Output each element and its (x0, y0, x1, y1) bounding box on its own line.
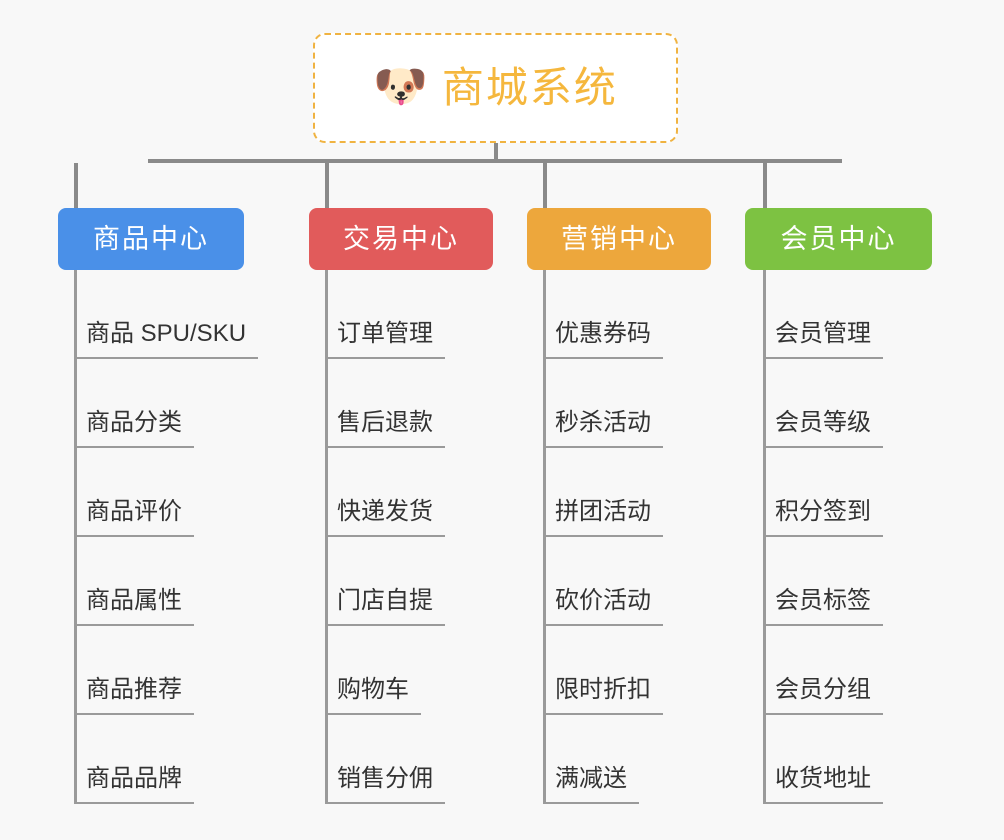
list-item-label: 限时折扣 (543, 678, 663, 715)
list-item[interactable]: 售后退款 (325, 359, 445, 448)
trunk-connector-trade-center (325, 270, 328, 804)
list-item-label: 拼团活动 (543, 500, 663, 537)
drop-connector-product-center (74, 163, 78, 210)
list-item-label: 商品属性 (74, 589, 194, 626)
list-item-label: 会员标签 (763, 589, 883, 626)
list-item[interactable]: 限时折扣 (543, 626, 663, 715)
list-item[interactable]: 购物车 (325, 626, 445, 715)
root-stem-connector (494, 143, 498, 163)
list-item[interactable]: 门店自提 (325, 537, 445, 626)
list-item-label: 会员等级 (763, 411, 883, 448)
drop-connector-marketing-center (543, 163, 547, 210)
item-list-member-center: 会员管理会员等级积分签到会员标签会员分组收货地址 (763, 270, 883, 804)
list-item-label: 会员分组 (763, 678, 883, 715)
drop-connector-member-center (763, 163, 767, 210)
list-item-label: 优惠券码 (543, 322, 663, 359)
list-item[interactable]: 商品属性 (74, 537, 258, 626)
category-header-member-center[interactable]: 会员中心 (745, 208, 932, 270)
list-item-label: 满减送 (543, 767, 639, 804)
list-item[interactable]: 会员管理 (763, 270, 883, 359)
list-item[interactable]: 商品品牌 (74, 715, 258, 804)
trunk-connector-marketing-center (543, 270, 546, 804)
list-item[interactable]: 快递发货 (325, 448, 445, 537)
trunk-connector-product-center (74, 270, 77, 804)
list-item[interactable]: 商品 SPU/SKU (74, 270, 259, 359)
list-item-label: 会员管理 (763, 322, 883, 359)
list-item[interactable]: 订单管理 (325, 270, 445, 359)
list-item-label: 秒杀活动 (543, 411, 663, 448)
item-list-trade-center: 订单管理售后退款快递发货门店自提购物车销售分佣 (325, 270, 445, 804)
list-item-label: 商品 SPU/SKU (74, 322, 259, 359)
item-list-product-center: 商品 SPU/SKU 商品分类商品评价商品属性商品推荐商品品牌 (74, 270, 259, 804)
list-item-label: 收货地址 (763, 767, 883, 804)
trunk-connector-member-center (763, 270, 766, 804)
list-item-label: 商品评价 (74, 500, 194, 537)
list-item[interactable]: 商品推荐 (74, 626, 258, 715)
category-header-trade-center[interactable]: 交易中心 (309, 208, 493, 270)
list-item[interactable]: 秒杀活动 (543, 359, 663, 448)
root-node[interactable]: 🐶 商城系统 (313, 33, 678, 143)
item-list-marketing-center: 优惠券码秒杀活动拼团活动砍价活动限时折扣满减送 (543, 270, 663, 804)
list-item[interactable]: 积分签到 (763, 448, 883, 537)
list-item-label: 售后退款 (325, 411, 445, 448)
list-item-label: 积分签到 (763, 500, 883, 537)
category-header-marketing-center[interactable]: 营销中心 (527, 208, 711, 270)
list-item[interactable]: 会员标签 (763, 537, 883, 626)
list-item-label: 销售分佣 (325, 767, 445, 804)
horizontal-bus-connector (148, 159, 842, 163)
drop-connector-trade-center (325, 163, 329, 210)
list-item-label: 快递发货 (325, 500, 445, 537)
list-item-label: 订单管理 (325, 322, 445, 359)
list-item-label: 购物车 (325, 678, 421, 715)
list-item[interactable]: 优惠券码 (543, 270, 663, 359)
list-item[interactable]: 满减送 (543, 715, 663, 804)
dog-face-icon: 🐶 (373, 62, 428, 111)
list-item[interactable]: 拼团活动 (543, 448, 663, 537)
root-title: 商城系统 (441, 64, 618, 111)
list-item-label: 商品分类 (74, 411, 194, 448)
list-item[interactable]: 会员等级 (763, 359, 883, 448)
list-item-label: 砍价活动 (543, 589, 663, 626)
list-item-label: 商品推荐 (74, 678, 194, 715)
list-item[interactable]: 商品评价 (74, 448, 258, 537)
list-item[interactable]: 会员分组 (763, 626, 883, 715)
list-item-label: 门店自提 (325, 589, 445, 626)
list-item-label: 商品品牌 (74, 767, 194, 804)
list-item[interactable]: 销售分佣 (325, 715, 445, 804)
list-item[interactable]: 收货地址 (763, 715, 883, 804)
list-item[interactable]: 砍价活动 (543, 537, 663, 626)
list-item[interactable]: 商品分类 (74, 359, 258, 448)
category-header-product-center[interactable]: 商品中心 (58, 208, 244, 270)
